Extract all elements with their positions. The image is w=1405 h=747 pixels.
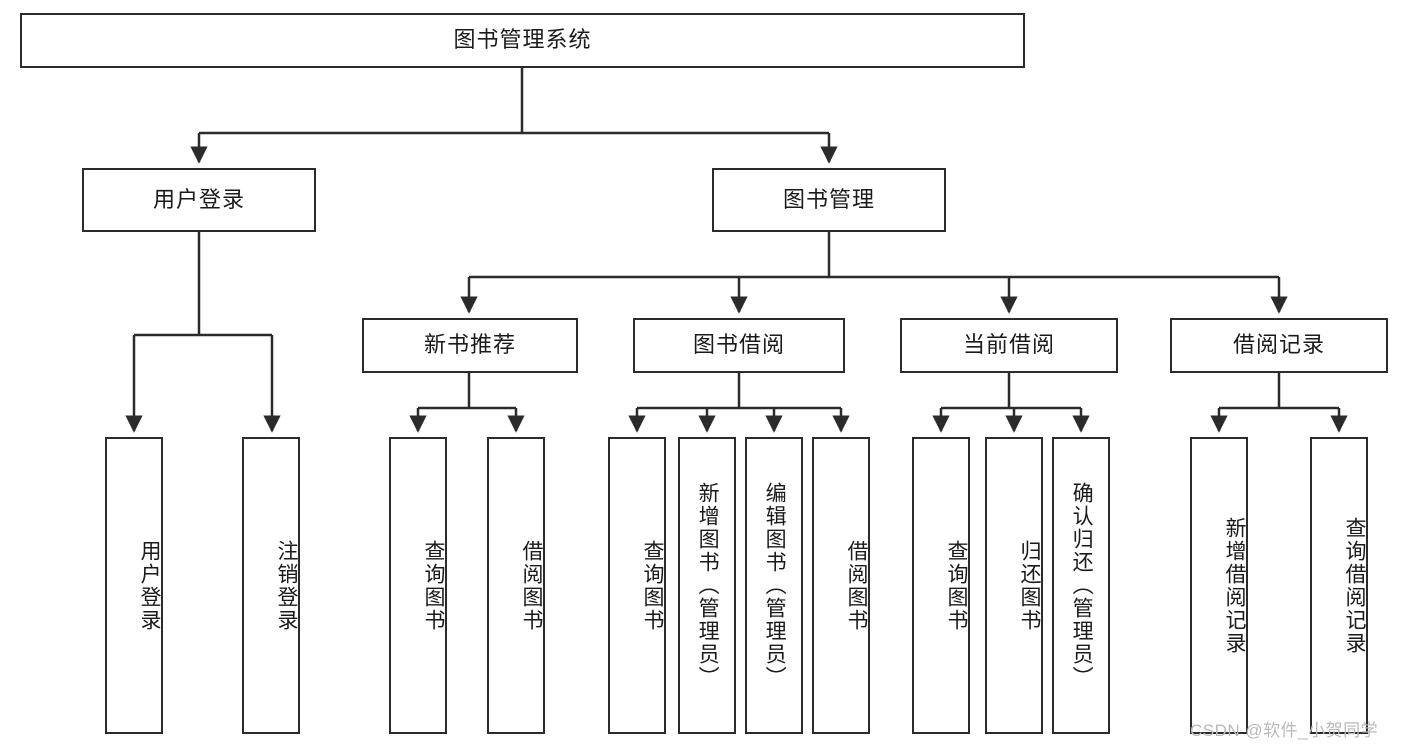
node-label: 图书借阅 [692, 332, 785, 358]
csdn-watermark: CSDN @软件_小贺同学 [1190, 721, 1379, 740]
node-label: 新增图书（管理员） [696, 482, 720, 689]
leaf-borrow-book-new[interactable]: 借阅图书 [487, 437, 545, 734]
leaf-query-book-current[interactable]: 查询图书 [912, 437, 970, 734]
node-label: 用户登录 [152, 186, 245, 212]
leaf-query-book-new[interactable]: 查询图书 [389, 437, 447, 734]
node-label: 借阅图书 [845, 539, 868, 632]
leaf-logout-login[interactable]: 注销登录 [242, 437, 300, 734]
node-label: 注销登录 [275, 539, 298, 632]
leaf-user-login[interactable]: 用户登录 [105, 437, 163, 734]
leaf-borrow-book[interactable]: 借阅图书 [812, 437, 870, 734]
node-label: 借阅记录 [1232, 332, 1325, 358]
node-label: 编辑图书（管理员） [763, 482, 787, 689]
node-label: 借阅图书 [520, 539, 543, 632]
leaf-add-book-admin[interactable]: 新增图书（管理员） [678, 437, 736, 734]
leaf-edit-book-admin[interactable]: 编辑图书（管理员） [745, 437, 803, 734]
leaf-add-borrow-record[interactable]: 新增借阅记录 [1190, 437, 1248, 734]
node-borrow-record[interactable]: 借阅记录 [1170, 318, 1388, 373]
node-label: 新增借阅记录 [1223, 516, 1246, 655]
node-current-borrow[interactable]: 当前借阅 [900, 318, 1118, 373]
leaf-query-book-borrow[interactable]: 查询图书 [608, 437, 666, 734]
node-book-management-system[interactable]: 图书管理系统 [20, 13, 1025, 68]
node-book-management[interactable]: 图书管理 [712, 168, 946, 232]
node-label: 查询图书 [641, 539, 664, 632]
node-label: 用户登录 [138, 539, 161, 632]
node-book-borrow[interactable]: 图书借阅 [633, 318, 845, 373]
node-label: 新书推荐 [423, 332, 516, 358]
node-label: 确认归还（管理员） [1070, 482, 1094, 689]
leaf-confirm-return-admin[interactable]: 确认归还（管理员） [1052, 437, 1110, 734]
leaf-return-book[interactable]: 归还图书 [985, 437, 1043, 734]
node-label: 图书管理 [782, 186, 875, 212]
leaf-query-borrow-record[interactable]: 查询借阅记录 [1310, 437, 1368, 734]
node-label: 查询图书 [945, 539, 968, 632]
node-label: 查询借阅记录 [1343, 516, 1366, 655]
node-label: 当前借阅 [962, 332, 1055, 358]
node-label: 归还图书 [1018, 539, 1041, 632]
node-new-book-recommend[interactable]: 新书推荐 [362, 318, 578, 373]
node-user-login[interactable]: 用户登录 [82, 168, 316, 232]
node-label: 查询图书 [422, 539, 445, 632]
node-label: 图书管理系统 [453, 27, 592, 53]
